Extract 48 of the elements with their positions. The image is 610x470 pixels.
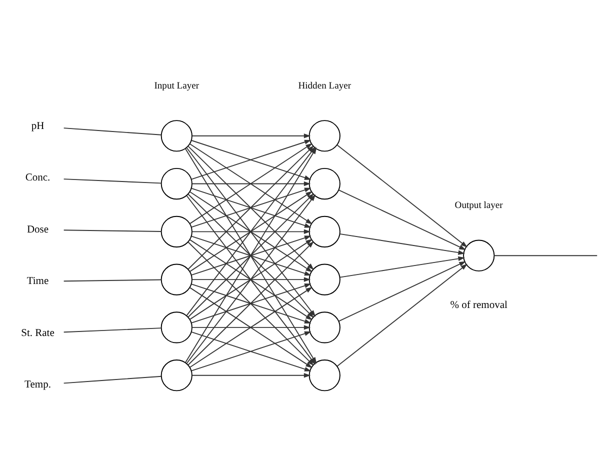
arrow — [189, 142, 312, 224]
connector — [63, 178, 162, 184]
arrow — [189, 190, 312, 272]
label: Input Layer — [154, 80, 200, 91]
arrow — [192, 324, 311, 330]
arrow — [190, 235, 312, 276]
node-circle — [160, 120, 192, 152]
arrow — [336, 144, 468, 247]
arrow — [192, 133, 311, 138]
label: Hidden Layer — [298, 80, 352, 91]
arrow — [190, 139, 312, 180]
arrow — [192, 276, 311, 282]
label: Output layer — [454, 200, 503, 211]
node-circle — [463, 239, 495, 271]
node-circle — [160, 311, 192, 343]
arrow — [192, 228, 311, 234]
connector — [63, 278, 162, 282]
arrow — [338, 260, 466, 322]
arrow — [192, 372, 311, 378]
node-text: Temp. — [24, 379, 51, 390]
arrow — [192, 180, 311, 186]
arrow — [190, 187, 312, 228]
node-circle — [160, 215, 192, 247]
node-circle — [160, 359, 192, 391]
node-label: % of removal — [450, 300, 508, 311]
node-text: Time — [26, 276, 49, 287]
node-circle — [160, 167, 192, 200]
connector — [63, 127, 162, 135]
connector — [494, 254, 598, 256]
node-circle — [308, 311, 340, 343]
arrow — [190, 330, 312, 371]
node-circle — [308, 359, 340, 391]
node-circle — [160, 263, 192, 295]
node-text: Dose — [26, 224, 49, 235]
arrow — [339, 256, 465, 278]
connector — [63, 229, 162, 232]
connector — [63, 327, 162, 332]
arrow — [338, 189, 466, 250]
connector — [63, 375, 162, 384]
node-circle — [308, 120, 340, 152]
node-text: St. Rate — [21, 327, 54, 338]
arrow — [339, 232, 465, 254]
node-circle — [308, 263, 340, 295]
node-circle — [308, 215, 340, 247]
node-text: pH — [31, 120, 44, 132]
node-text: Conc. — [25, 172, 50, 184]
node-circle — [308, 167, 340, 200]
arrow — [336, 263, 468, 366]
